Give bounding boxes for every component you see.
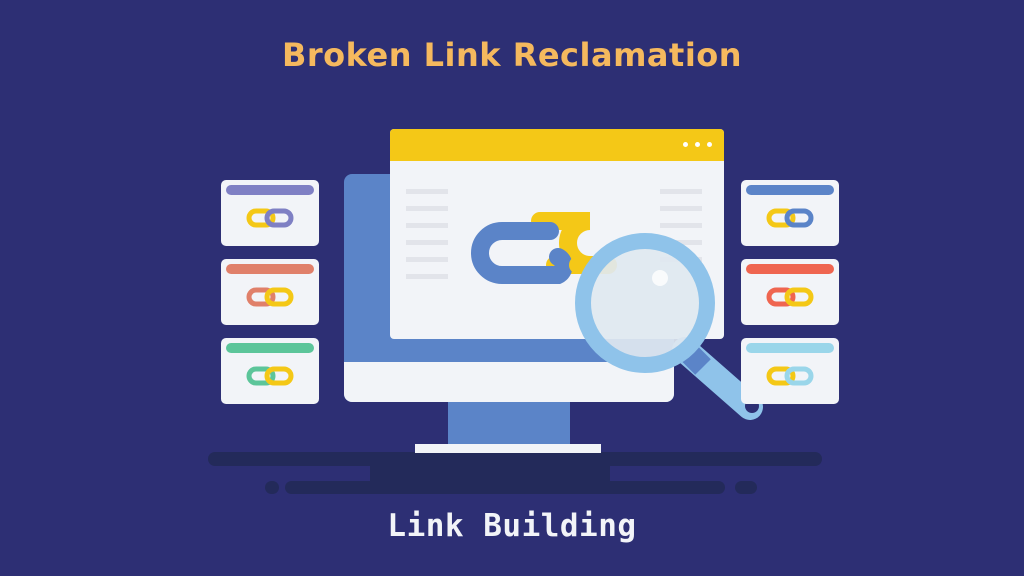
- page-title: Broken Link Reclamation: [281, 36, 743, 74]
- link-card-right-1: [741, 180, 839, 246]
- chain-link-icon: [766, 208, 814, 228]
- browser-header: [390, 129, 724, 161]
- magnifying-glass-icon: [575, 233, 763, 420]
- footer-caption: Link Building: [387, 508, 637, 544]
- link-card-right-3: [741, 338, 839, 404]
- link-card-left-1: [221, 180, 319, 246]
- chain-link-icon: [246, 287, 294, 307]
- chain-link-icon: [766, 287, 814, 307]
- monitor-stand: [448, 402, 570, 446]
- link-card-right-2: [741, 259, 839, 325]
- chain-link-icon: [766, 366, 814, 386]
- monitor-base: [415, 444, 601, 453]
- chain-link-icon: [246, 208, 294, 228]
- monitor-chin: [344, 362, 674, 402]
- link-card-left-3: [221, 338, 319, 404]
- chain-link-icon: [246, 366, 294, 386]
- link-card-left-2: [221, 259, 319, 325]
